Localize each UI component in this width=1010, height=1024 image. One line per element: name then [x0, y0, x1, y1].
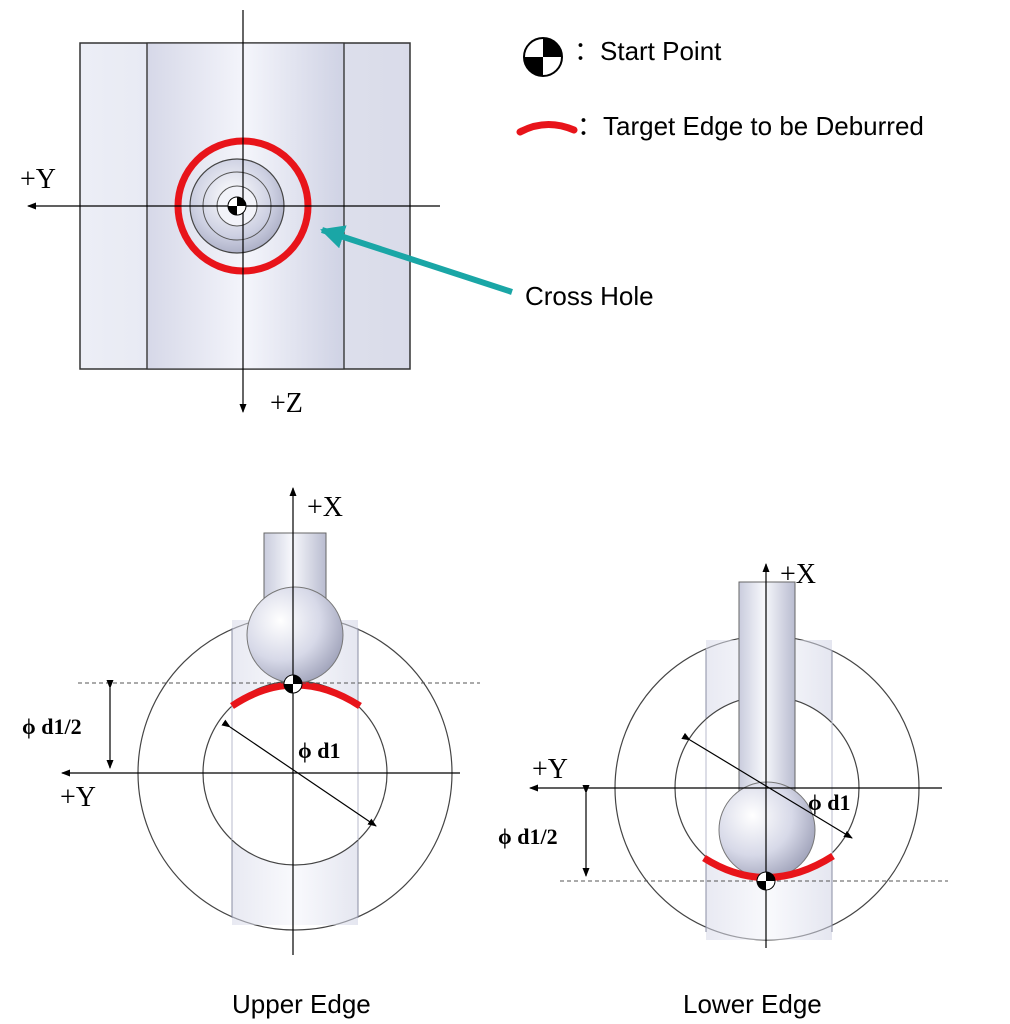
legend-start-point-icon	[523, 37, 563, 77]
axis-z-label: +Z	[270, 388, 303, 419]
legend-target-edge-icon	[516, 121, 578, 136]
upper-axis-y-label: +Y	[60, 782, 96, 813]
upper-start-point-icon	[283, 674, 303, 694]
cross-hole-callout-arrow	[320, 225, 513, 295]
lower-diameter-line	[681, 732, 853, 839]
upper-diameter-line	[221, 719, 377, 827]
legend-start-point-label: ：Start Point	[574, 36, 722, 66]
upper-edge-view: +X +Y ϕ d1 ϕ d1/2 Upper Edge	[22, 487, 480, 1019]
upper-half-diameter-label: ϕ d1/2	[22, 714, 82, 739]
legend: ：Start Point ：Target Edge to be Deburred	[516, 36, 924, 141]
lower-edge-view: +X +Y ϕ d1 ϕ d1/2 Lower Edge	[498, 559, 948, 1019]
axis-y-label: +Y	[20, 164, 56, 195]
lower-axis-x-label: +X	[780, 559, 816, 590]
cross-hole-callout-label: Cross Hole	[525, 281, 654, 311]
lower-diameter-label: ϕ d1	[808, 790, 850, 815]
lower-half-diameter-label: ϕ d1/2	[498, 824, 558, 849]
lower-tool-ball	[718, 781, 816, 879]
upper-tool-ball	[246, 586, 344, 684]
top-view: +Y +Z Cross Hole	[20, 10, 654, 419]
upper-diameter-label: ϕ d1	[298, 738, 340, 763]
lower-axis-y-label: +Y	[532, 754, 568, 785]
upper-axis-x-label: +X	[307, 492, 343, 523]
lower-start-point-icon	[756, 871, 776, 891]
lower-edge-caption: Lower Edge	[683, 989, 822, 1019]
legend-target-edge-label: ：Target Edge to be Deburred	[577, 111, 924, 141]
start-point-icon	[227, 196, 247, 216]
upper-edge-caption: Upper Edge	[232, 989, 371, 1019]
